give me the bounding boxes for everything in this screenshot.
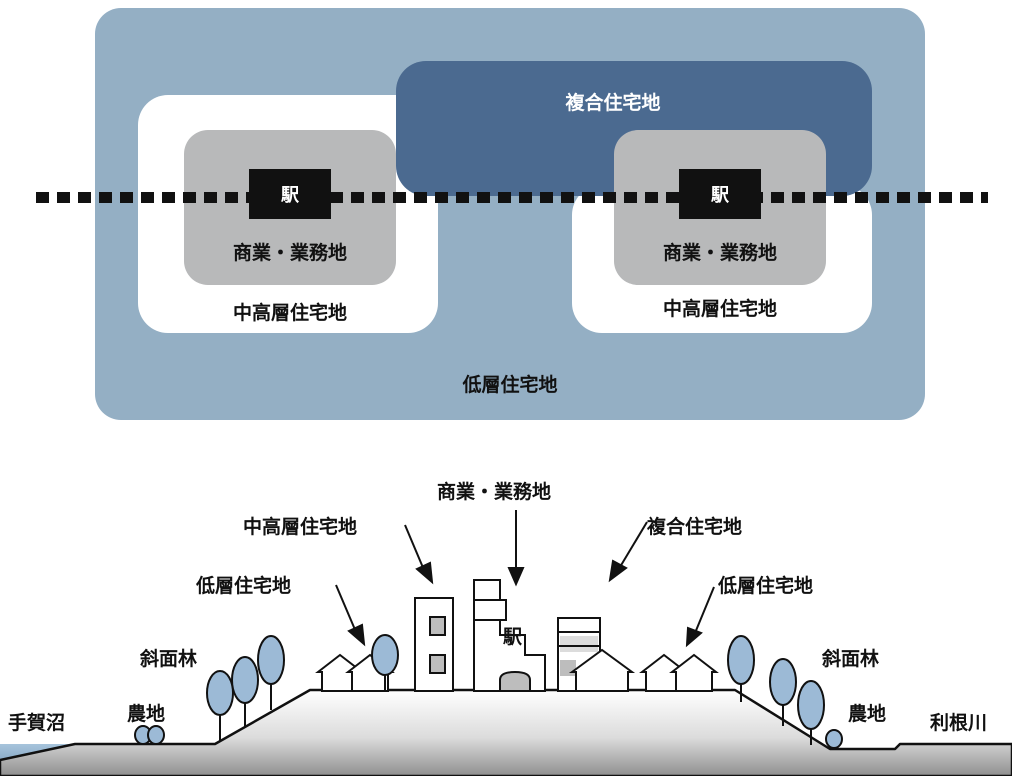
station-label: 駅 [281, 185, 299, 206]
section-low-residential-left-label: 低層住宅地 [195, 574, 291, 597]
section-mixed-residential-label: 複合住宅地 [646, 515, 742, 538]
commercial-label-right: 商業・業務地 [662, 242, 778, 264]
building-mid-high-1 [414, 597, 454, 692]
section-low-residential-right-label: 低層住宅地 [717, 574, 813, 597]
section-river-label: 利根川 [930, 711, 987, 734]
section-slope-forest-left-label: 斜面林 [139, 647, 197, 670]
house-right-1 [568, 648, 636, 692]
section-lake-label: 手賀沼 [8, 711, 65, 734]
low-residential-label: 低層住宅地 [462, 374, 558, 396]
section-mid-high-residential-label: 中高層住宅地 [243, 515, 357, 538]
mid-high-residential-label-right: 中高層住宅地 [662, 298, 778, 320]
section-commercial-label: 商業・業務地 [437, 480, 551, 503]
mid-high-residential-label-left: 中高層住宅地 [232, 302, 348, 324]
section-slope-forest-right-label: 斜面林 [821, 647, 879, 670]
house-right-3 [669, 653, 719, 692]
station-marker-right: 駅 [679, 169, 761, 219]
station-label-section: 駅 [502, 626, 523, 648]
commercial-label-left: 商業・業務地 [232, 242, 348, 264]
railway-line [36, 192, 988, 203]
building-station [473, 579, 546, 692]
ground-terrain [0, 688, 1012, 776]
pointer-arrows [335, 510, 715, 648]
section-farmland-left-label: 農地 [127, 702, 165, 725]
mixed-residential-label: 複合住宅地 [565, 92, 661, 114]
station-marker-left: 駅 [249, 169, 331, 219]
tree-cluster [134, 634, 843, 749]
station-label: 駅 [711, 185, 729, 206]
section-farmland-right-label: 農地 [848, 702, 886, 725]
